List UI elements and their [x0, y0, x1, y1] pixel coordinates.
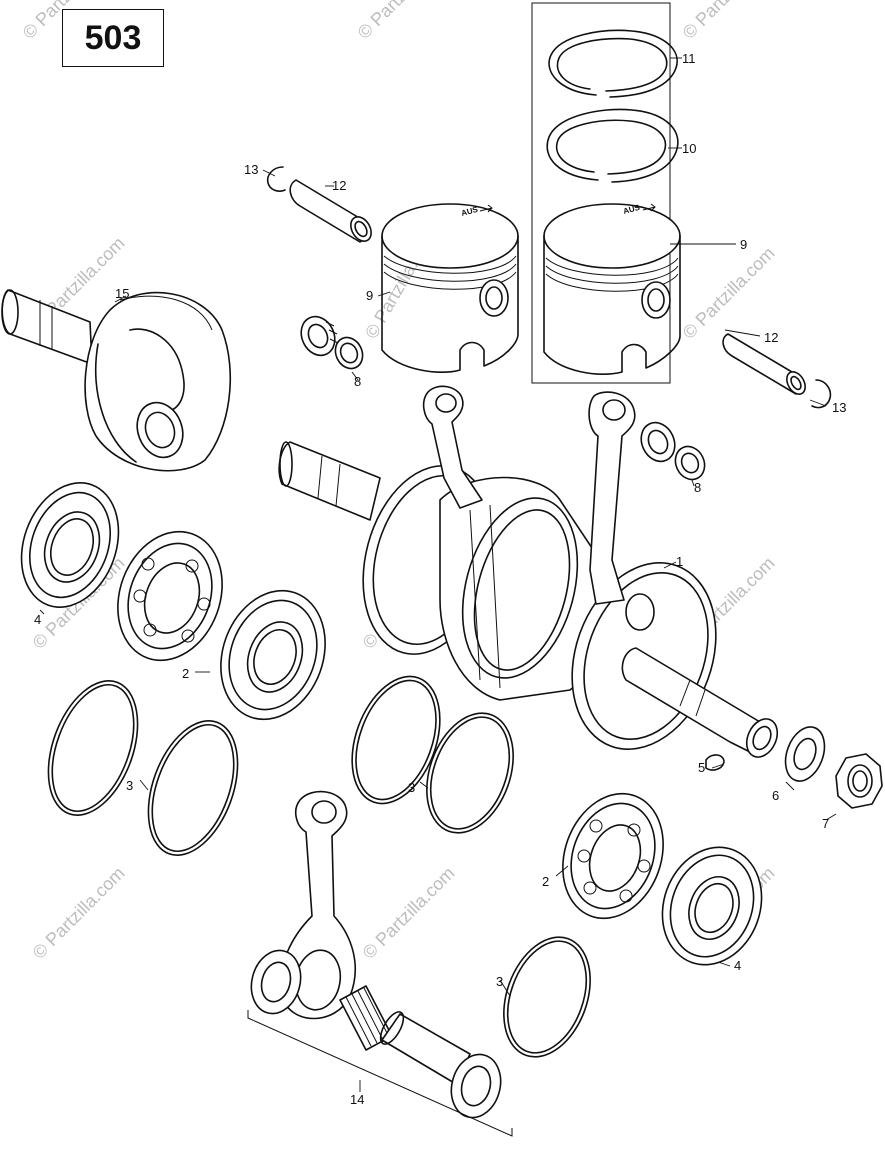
callout-8: 8 — [694, 480, 701, 495]
o-ring — [503, 936, 591, 1058]
piston-stamp: AUS — [622, 203, 641, 216]
callout-6: 6 — [772, 788, 779, 803]
thrust-washer — [334, 336, 364, 370]
lock-washer — [784, 726, 826, 782]
callout-15: 15 — [115, 286, 129, 301]
connecting-rod-kit — [247, 790, 513, 1137]
callout-1: 1 — [676, 554, 683, 569]
watermarks: © Partzilla.com © Partzilla.com © Partzi… — [19, 0, 779, 963]
watermark: © Partzilla.com — [29, 863, 129, 963]
woodruff-key — [705, 754, 725, 771]
callouts: 11 10 9 13 12 15 9 8 8 1 4 2 3 3 5 6 7 2… — [34, 51, 846, 1107]
callout-4: 4 — [734, 958, 741, 973]
piston-stamp: AUS — [460, 205, 479, 218]
crank-wheel — [1, 289, 232, 472]
thrust-washer — [674, 445, 706, 481]
callout-2: 2 — [542, 874, 549, 889]
hex-nut — [835, 753, 883, 809]
o-ring — [426, 712, 514, 834]
circlip — [266, 166, 286, 192]
callout-3: 3 — [408, 780, 415, 795]
piston: AUS — [381, 203, 519, 373]
callout-7: 7 — [822, 816, 829, 831]
piston-kit-box — [531, 2, 671, 384]
needle-bearing-small-end — [300, 315, 339, 357]
callout-13: 13 — [832, 400, 846, 415]
diagram-code-box: 503 — [62, 9, 164, 67]
ball-bearing — [562, 792, 664, 920]
o-ring — [147, 720, 239, 856]
piston-ring-lower — [546, 108, 679, 183]
callout-9: 9 — [740, 237, 747, 252]
callout-9: 9 — [366, 288, 373, 303]
ball-bearing — [117, 530, 223, 662]
needle-bearing-small-end — [640, 421, 676, 463]
callout-4: 4 — [34, 612, 41, 627]
callout-14: 14 — [350, 1092, 364, 1107]
callout-10: 10 — [682, 141, 696, 156]
callout-3: 3 — [126, 778, 133, 793]
callout-2: 2 — [182, 666, 189, 681]
wrist-pin — [722, 333, 806, 395]
callout-3: 3 — [496, 974, 503, 989]
ball-bearing — [220, 589, 326, 721]
watermark: © Partzilla.com — [679, 243, 779, 343]
oil-seal — [661, 846, 763, 966]
circlip — [811, 379, 832, 409]
watermark: © Partzilla.com — [354, 0, 454, 43]
o-ring — [47, 680, 139, 816]
callout-11: 11 — [682, 51, 696, 66]
callout-13: 13 — [244, 162, 258, 177]
piston-kit: AUS — [543, 203, 681, 375]
callout-8: 8 — [354, 374, 361, 389]
watermark: © Partzilla.com — [19, 0, 119, 43]
watermark: © Partzilla.com — [679, 0, 779, 43]
piston-ring-upper — [548, 29, 678, 98]
callout-12: 12 — [332, 178, 346, 193]
o-ring — [351, 675, 441, 805]
callout-12: 12 — [764, 330, 778, 345]
callout-5: 5 — [698, 760, 705, 775]
crankshaft-assembly — [278, 385, 779, 758]
oil-seal — [20, 482, 120, 608]
wrist-pin — [289, 179, 372, 243]
watermark: © Partzilla.com — [359, 863, 459, 963]
leader-lines — [39, 57, 837, 1092]
